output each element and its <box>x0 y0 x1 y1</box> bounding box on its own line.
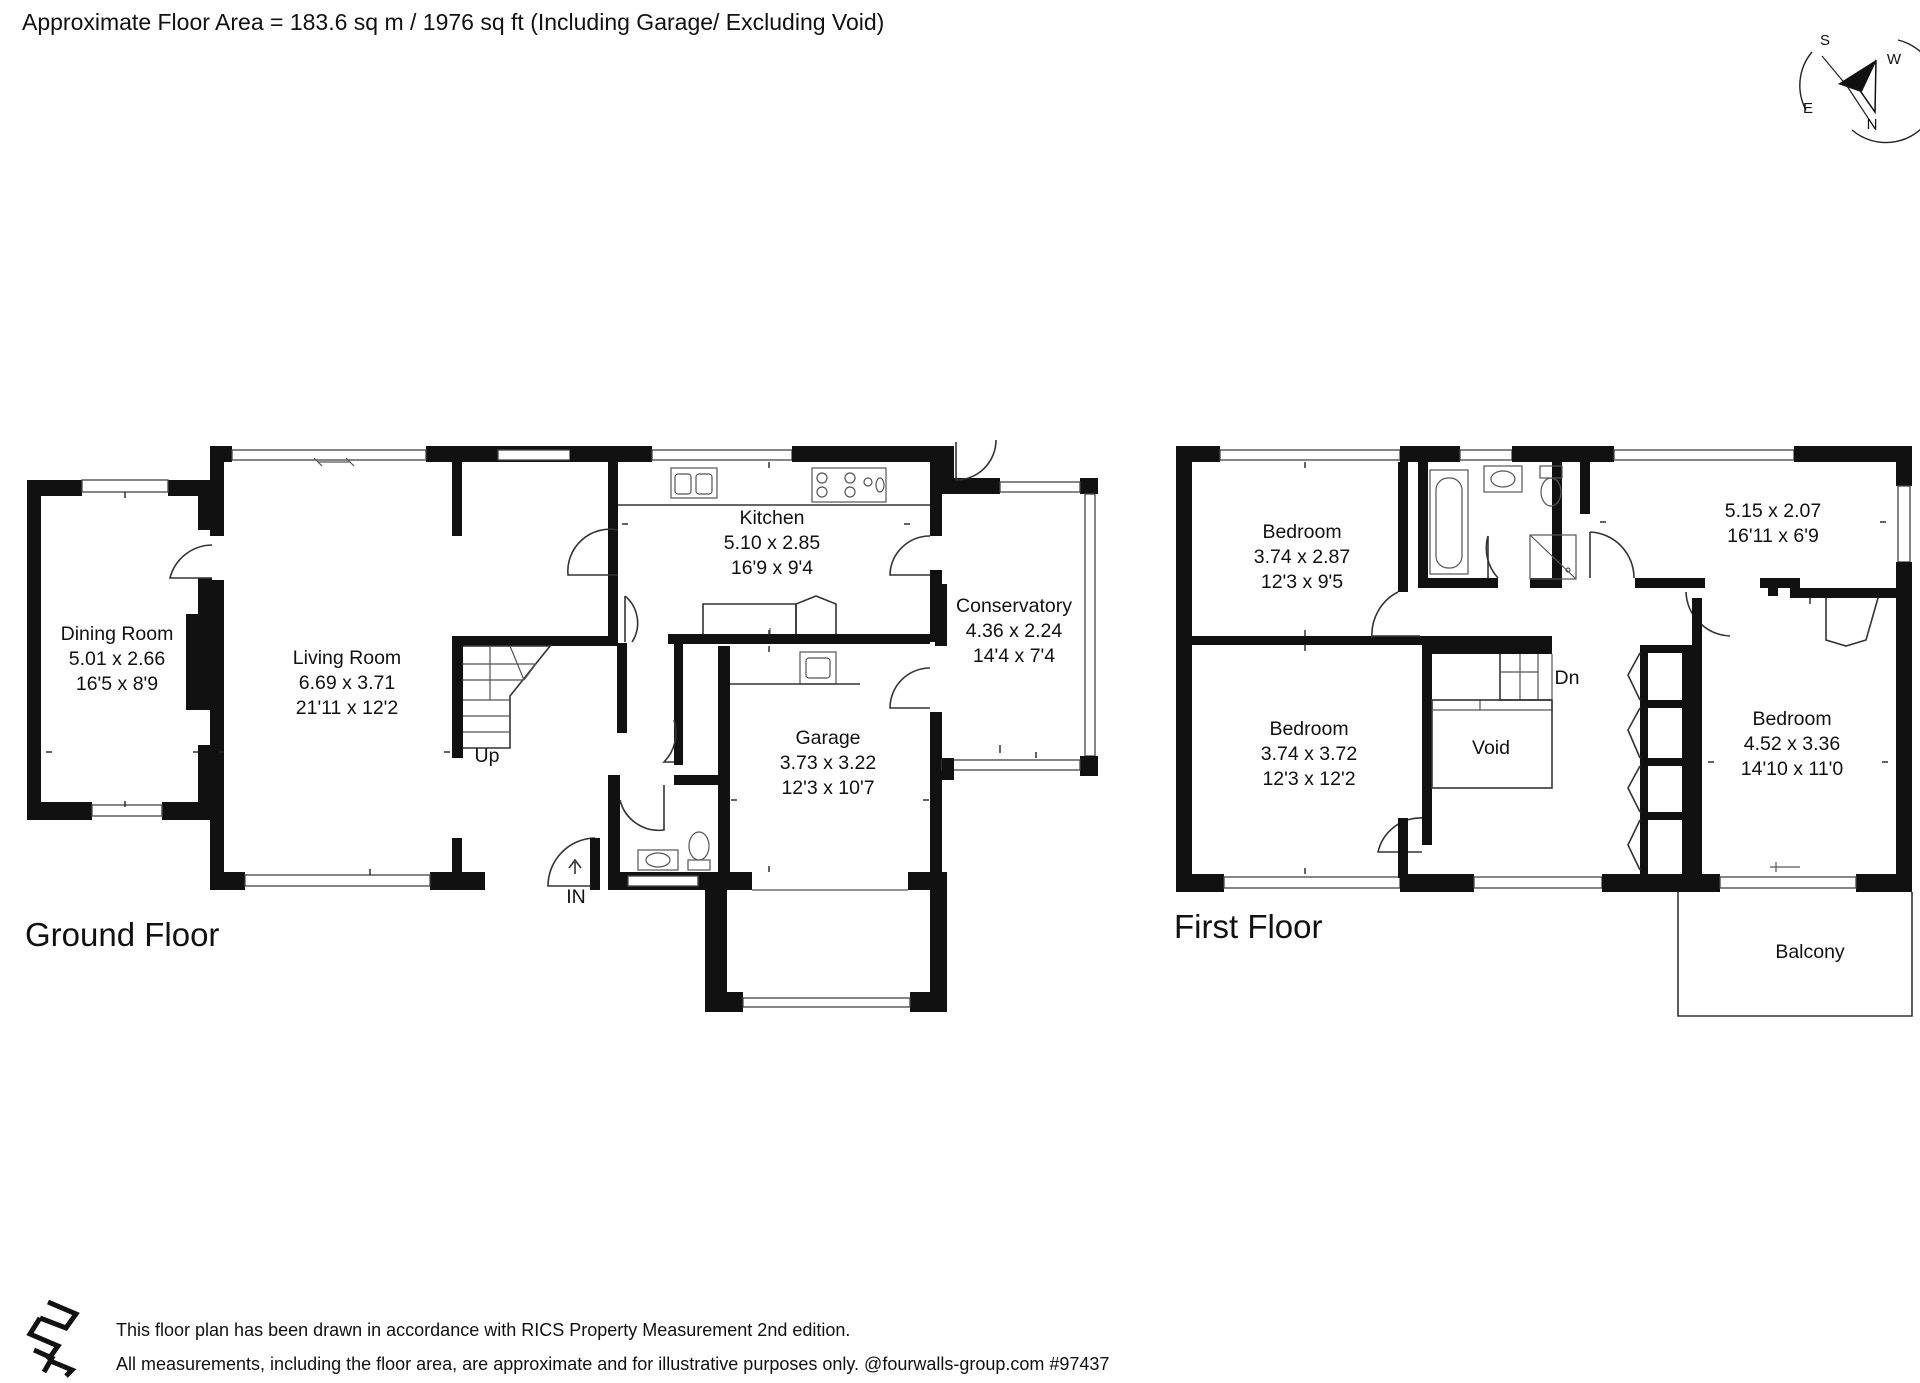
living-room-metric: 6.69 x 3.71 <box>299 672 396 694</box>
kitchen-name: Kitchen <box>739 507 804 529</box>
room-labels: Dining Room 5.01 x 2.66 16'5 x 8'9 Livin… <box>61 500 1845 963</box>
living-room-name: Living Room <box>293 647 401 669</box>
kitchen-metric: 5.10 x 2.85 <box>724 532 821 554</box>
footer-rics-note: This floor plan has been drawn in accord… <box>116 1320 851 1340</box>
stairs-up-label: Up <box>475 745 500 767</box>
fourwalls-logo-icon <box>26 1299 80 1378</box>
ground-floor-title: Ground Floor <box>25 916 220 953</box>
stairs-down-label: Dn <box>1555 667 1580 689</box>
balcony-label: Balcony <box>1775 941 1845 963</box>
ground-floor-plan <box>27 439 1098 1012</box>
dining-room-name: Dining Room <box>61 623 174 645</box>
footer-disclaimer: All measurements, including the floor ar… <box>116 1354 1110 1374</box>
living-room-imperial: 21'11 x 12'2 <box>296 697 399 719</box>
bedroom-2-name: Bedroom <box>1269 718 1348 740</box>
top-right-room-imperial: 16'11 x 6'9 <box>1727 525 1819 547</box>
garage-sink-icon <box>799 651 837 685</box>
dining-room-metric: 5.01 x 2.66 <box>69 648 166 670</box>
bedroom-2-metric: 3.74 x 3.72 <box>1261 743 1358 765</box>
kitchen-sink-icon <box>670 467 718 499</box>
void-label: Void <box>1472 737 1510 759</box>
bedroom-3-name: Bedroom <box>1752 708 1831 730</box>
void-area <box>1431 699 1553 789</box>
bathtub-icon <box>1429 469 1469 575</box>
compass-icon: S W E N <box>1799 32 1920 144</box>
staircase-down <box>1479 654 1553 711</box>
bedroom-1-name: Bedroom <box>1262 521 1341 543</box>
wc-basin-icon <box>637 849 679 871</box>
bedroom-3-metric: 4.52 x 3.36 <box>1744 733 1841 755</box>
compass-label-w: W <box>1887 51 1902 68</box>
bedroom-3-imperial: 14'10 x 11'0 <box>1741 758 1844 780</box>
first-floor-title: First Floor <box>1174 908 1323 945</box>
staircase-up <box>463 645 552 749</box>
kitchen-imperial: 16'9 x 9'4 <box>731 557 813 579</box>
compass-label-s: S <box>1820 32 1830 49</box>
entrance-label: IN <box>566 886 586 908</box>
hob-icon <box>811 467 887 503</box>
bedroom-1-imperial: 12'3 x 9'5 <box>1261 571 1343 593</box>
dining-room-imperial: 16'5 x 8'9 <box>76 673 158 695</box>
compass-label-e: E <box>1803 100 1813 117</box>
bedroom-2-imperial: 12'3 x 12'2 <box>1262 768 1355 790</box>
wall <box>27 480 41 820</box>
floor-area-summary: Approximate Floor Area = 183.6 sq m / 19… <box>22 9 885 35</box>
conservatory-metric: 4.36 x 2.24 <box>966 620 1063 642</box>
garage-name: Garage <box>795 727 860 749</box>
garage-metric: 3.73 x 3.22 <box>780 752 877 774</box>
first-floor-plan <box>1176 446 1913 1017</box>
conservatory-name: Conservatory <box>956 595 1072 617</box>
garage-imperial: 12'3 x 10'7 <box>781 777 874 799</box>
toilet-icon <box>1539 465 1563 507</box>
shower-icon <box>1529 534 1577 580</box>
top-right-room-metric: 5.15 x 2.07 <box>1725 500 1822 522</box>
bedroom-1-metric: 3.74 x 2.87 <box>1254 546 1351 568</box>
bathroom-basin-icon <box>1483 465 1523 493</box>
wc-toilet-icon <box>687 831 711 871</box>
compass-label-n: N <box>1867 116 1878 133</box>
conservatory-imperial: 14'4 x 7'4 <box>973 645 1055 667</box>
